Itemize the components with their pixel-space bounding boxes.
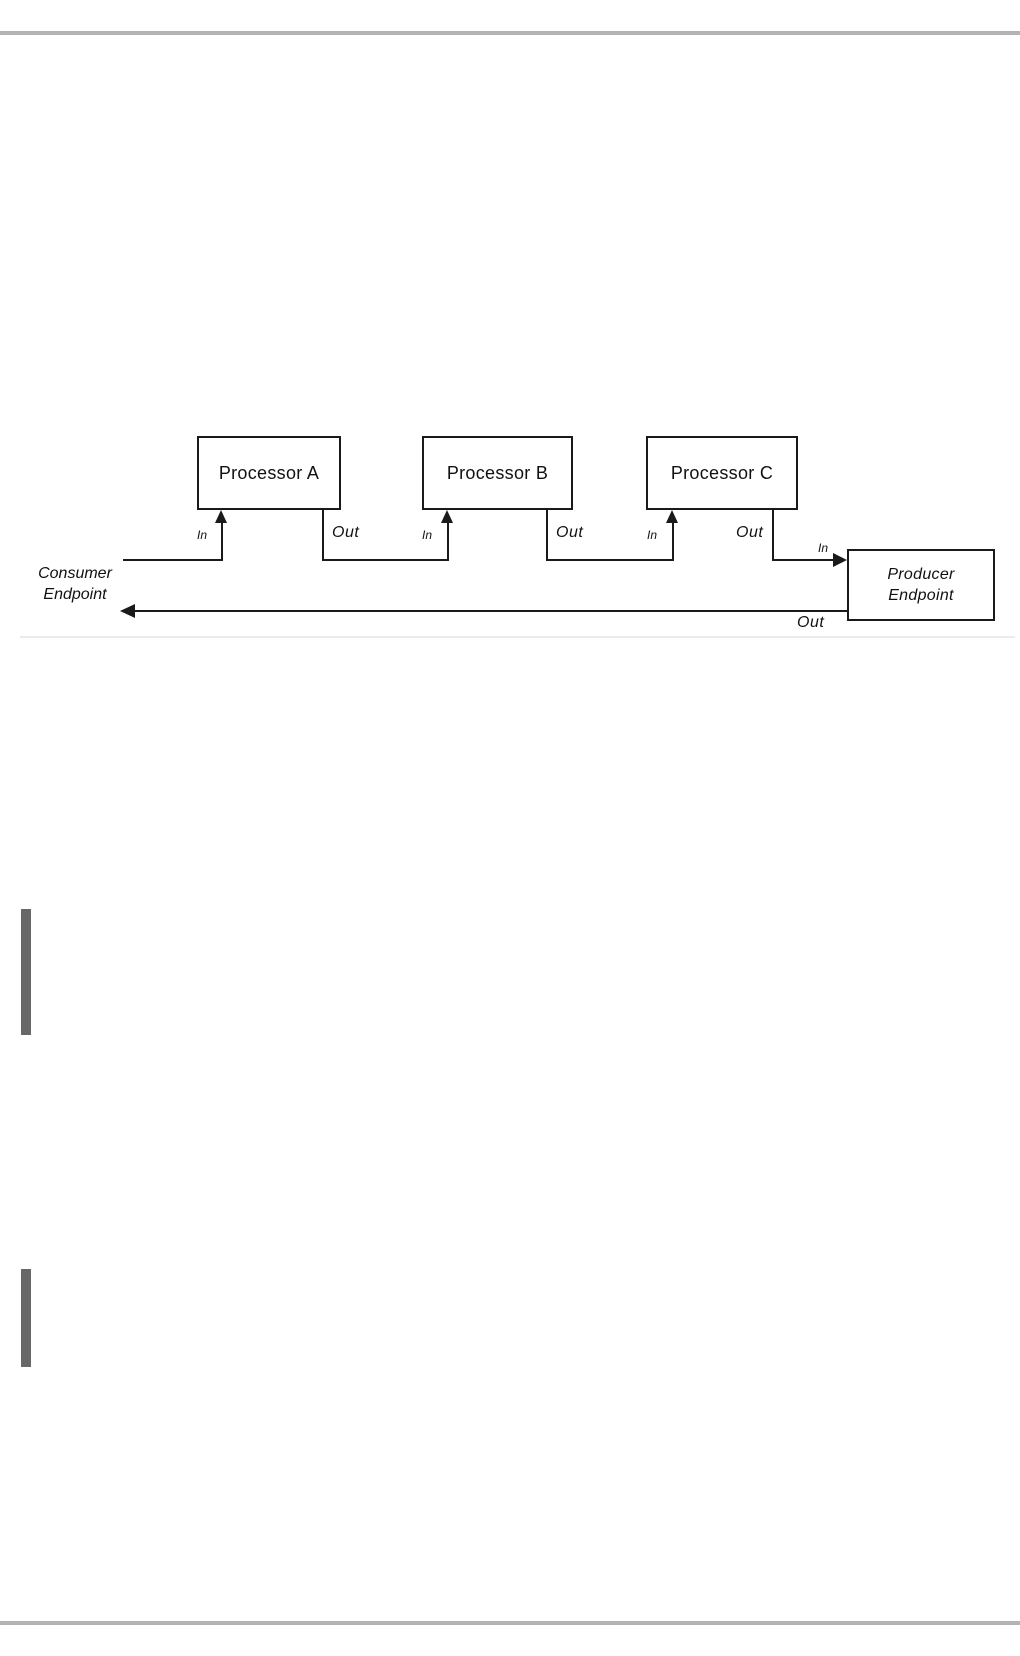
out-label-b: Out (556, 524, 584, 541)
header-rule (0, 31, 1020, 35)
producer-endpoint-box: Producer Endpoint (847, 549, 995, 621)
connector-c-out-drop (772, 510, 774, 561)
pipeline-diagram: Processor A Processor B Processor C Prod… (0, 0, 1020, 700)
connector-a-out-drop (322, 510, 324, 561)
processor-a-box: Processor A (197, 436, 341, 510)
connector-c-to-producer (772, 559, 834, 561)
connector-return-out (135, 610, 847, 612)
arrow-up-icon (215, 510, 227, 523)
processor-c-label: Processor C (670, 462, 774, 483)
connector-a-to-b-riser (447, 522, 449, 561)
change-bar (21, 1269, 31, 1367)
figure-bottom-edge (20, 636, 1015, 638)
connector-b-to-c-riser (672, 522, 674, 561)
consumer-endpoint-label-line2: Endpoint (43, 586, 107, 603)
consumer-endpoint-label-line1: Consumer (38, 565, 112, 582)
out-label-return: Out (797, 614, 825, 631)
connector-b-to-c (546, 559, 674, 561)
processor-b-box: Processor B (422, 436, 573, 510)
consumer-endpoint-label: Consumer Endpoint (22, 563, 128, 605)
in-label-b: In (421, 528, 432, 542)
arrow-left-icon (120, 604, 135, 618)
in-label-producer: In (818, 541, 829, 555)
footer-rule (0, 1621, 1020, 1625)
processor-a-label: Processor A (218, 462, 320, 483)
connector-a-to-b (322, 559, 449, 561)
out-label-a: Out (332, 524, 360, 541)
processor-c-box: Processor C (646, 436, 798, 510)
connector-consumer-to-a (123, 559, 222, 561)
in-label-c: In (646, 528, 657, 542)
in-label-a: In (196, 528, 207, 542)
arrow-right-icon (833, 553, 847, 567)
connector-b-out-drop (546, 510, 548, 561)
producer-endpoint-label-line1: Producer (887, 566, 955, 583)
out-label-c: Out (736, 524, 764, 541)
arrow-up-icon (666, 510, 678, 523)
connector-consumer-to-a-riser (221, 522, 223, 561)
producer-endpoint-label-line2: Endpoint (888, 587, 954, 604)
arrow-up-icon (441, 510, 453, 523)
change-bar (21, 909, 31, 1035)
processor-b-label: Processor B (446, 462, 549, 483)
